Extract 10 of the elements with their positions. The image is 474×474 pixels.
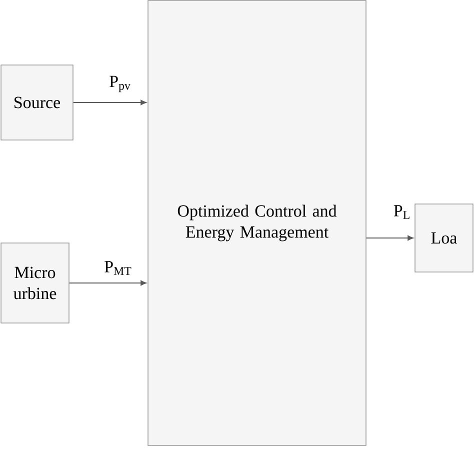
arrow [72, 100, 146, 106]
block-box: Optimized Control and Energy Management [148, 0, 366, 446]
edge-label: P$_{pv}$ [108, 74, 132, 94]
edge-label: P$_{MT}$ [103, 260, 133, 276]
arrow [68, 280, 146, 286]
block-box: Micro urbine [0, 242, 70, 324]
block-box: Loa [414, 204, 474, 272]
block-box: Source [0, 64, 74, 140]
arrow [366, 235, 414, 241]
edge-label: P$_{L}$ [392, 204, 412, 220]
